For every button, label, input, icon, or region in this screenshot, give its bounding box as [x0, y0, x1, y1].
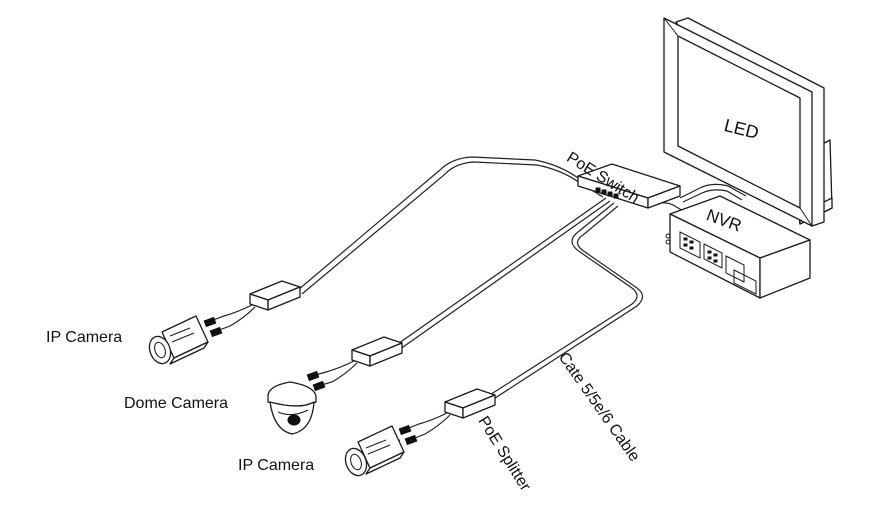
led-monitor [663, 17, 833, 227]
label-ip-camera-bottom: IP Camera [238, 457, 315, 474]
cable-to-dome-camera [391, 197, 607, 349]
cable-to-ip-camera-top [297, 156, 601, 291]
label-ip-camera-top: IP Camera [46, 329, 123, 346]
ip-camera-top-device [148, 315, 209, 365]
poe-splitter-top [203, 280, 301, 338]
poe-splitter-middle [306, 336, 403, 392]
ip-camera-bottom-device [344, 425, 405, 477]
poe-switch-device [577, 163, 681, 209]
label-dome-camera: Dome Camera [124, 395, 229, 412]
cables [297, 156, 747, 403]
nvr-device [665, 195, 811, 299]
dome-camera-device [267, 381, 317, 435]
cable-nvr-to-monitor [679, 183, 747, 199]
poe-splitter-bottom [398, 388, 496, 446]
cable-to-ip-camera-bottom [484, 202, 638, 399]
